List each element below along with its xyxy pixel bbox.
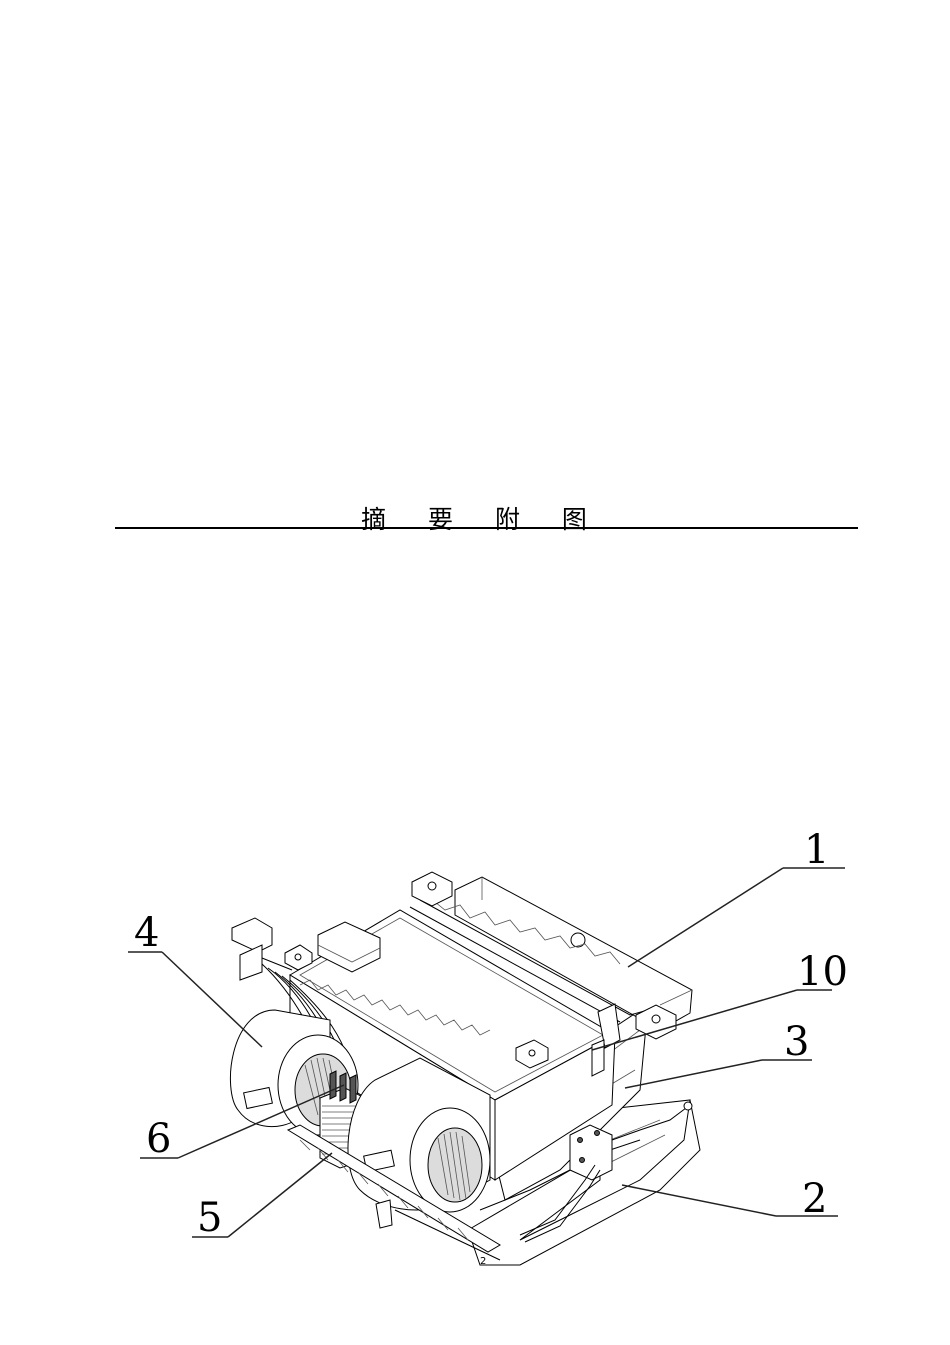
figure-heading: 摘 要 附 图 xyxy=(361,505,604,534)
right-blower xyxy=(347,1057,491,1213)
callout-leaders xyxy=(128,867,845,1238)
mounting-brackets xyxy=(231,871,693,1181)
callout-label-10: 10 xyxy=(797,949,848,995)
base-frame xyxy=(286,1124,501,1261)
callout-label-6: 6 xyxy=(146,1116,171,1162)
right-impeller-blades xyxy=(437,1131,471,1201)
callout-label-1: 1 xyxy=(804,827,829,873)
callout-label-5: 5 xyxy=(197,1195,222,1241)
heading-rule xyxy=(115,527,858,529)
callout-label-4: 4 xyxy=(134,910,159,956)
callout-label-2: 2 xyxy=(802,1176,827,1222)
part-number-tag: 2 xyxy=(480,1256,486,1267)
callout-label-3: 3 xyxy=(784,1019,809,1065)
rear-housing xyxy=(454,876,693,1031)
